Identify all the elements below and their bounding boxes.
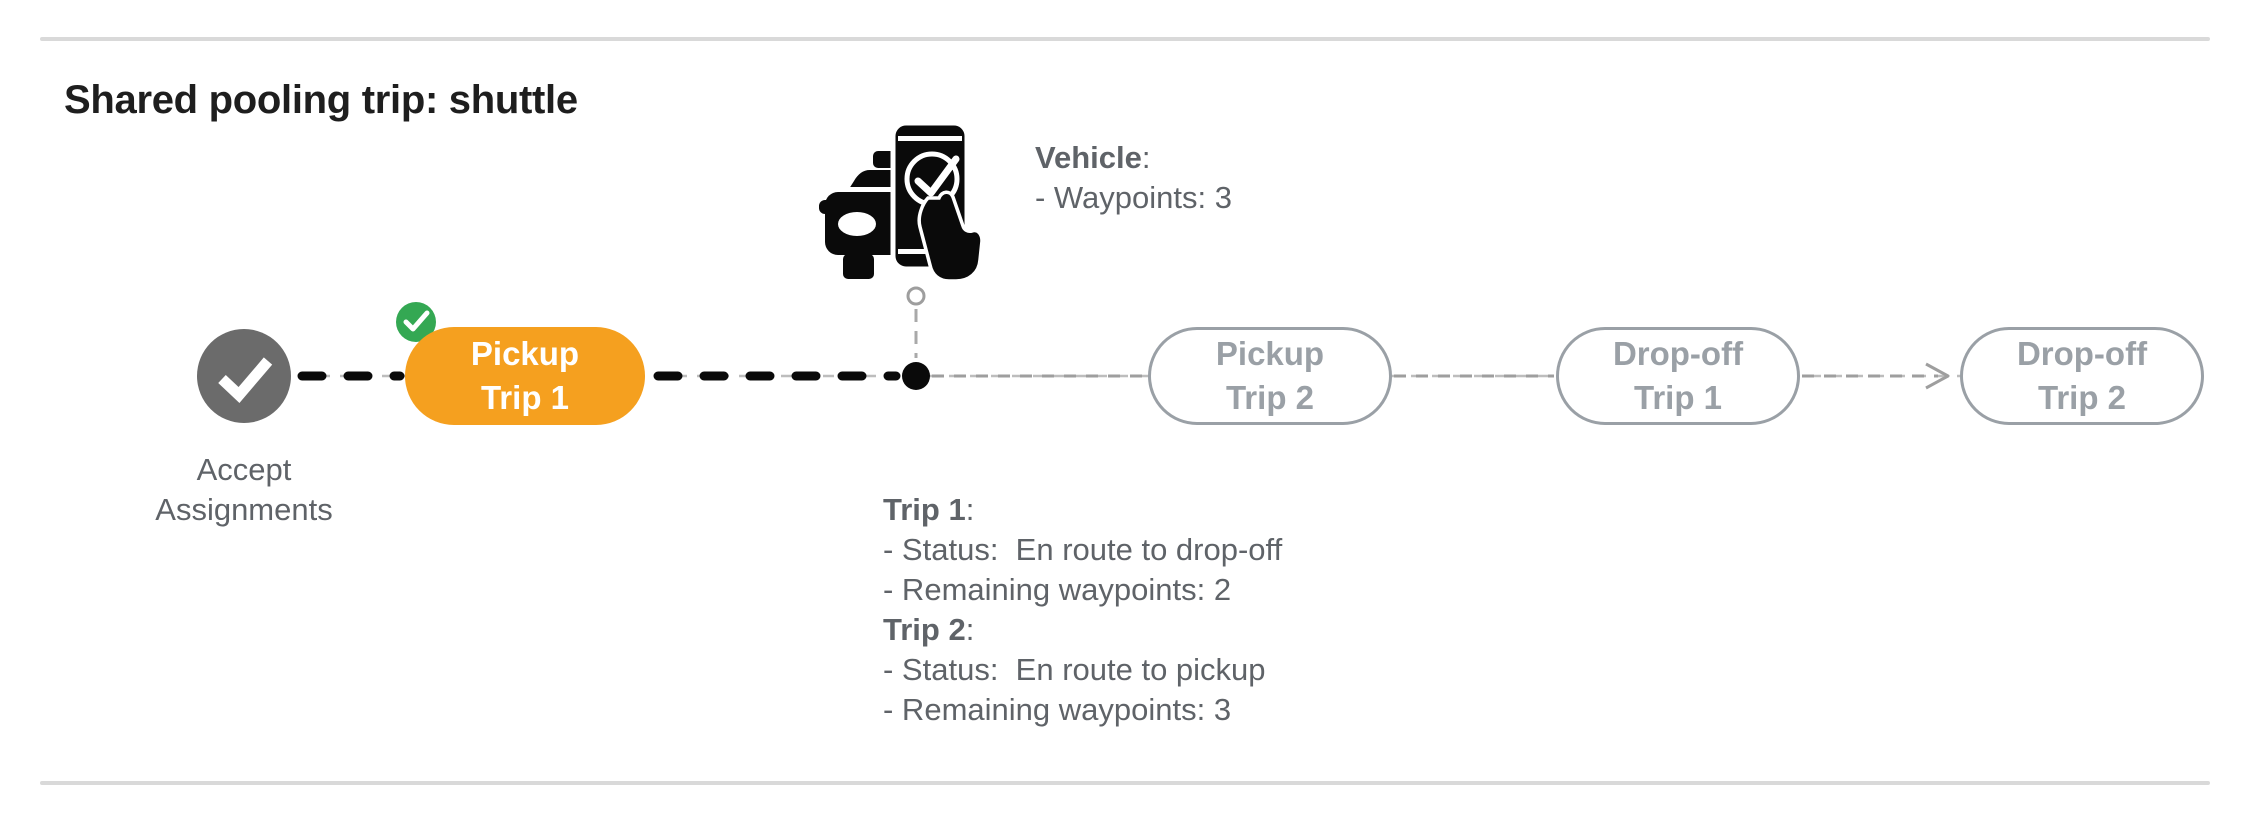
node-label-accept-assignments: Accept Assignments [155, 452, 333, 527]
node-accept-assignments [197, 329, 291, 423]
check-icon [218, 357, 273, 403]
vehicle-info: Vehicle: - Waypoints: 3 [1035, 138, 1232, 218]
car-phone-check-icon [818, 120, 984, 284]
trip-2-status-line: - Status: En route to pickup [883, 652, 1266, 687]
current-position-dot [902, 362, 930, 390]
top-divider [40, 37, 2210, 41]
bottom-divider [40, 781, 2210, 785]
pill-dropoff-trip-1: Drop-off Trip 1 [1556, 327, 1800, 425]
trip-1-status-line: - Status: En route to drop-off [883, 532, 1283, 567]
trip-2-heading-label: Trip 2 [883, 612, 966, 647]
trip-1-waypoints-line: - Remaining waypoints: 2 [883, 572, 1232, 607]
vehicle-info-line: - Waypoints: 3 [1035, 180, 1232, 215]
trip-1-heading: Trip 1: [883, 490, 1282, 530]
pill-pickup-trip-2: Pickup Trip 2 [1148, 327, 1392, 425]
trip-2-heading-colon: : [965, 612, 975, 647]
vehicle-info-heading-label: Vehicle [1035, 140, 1142, 175]
trip-2-heading: Trip 2: [883, 610, 1282, 650]
check-badge-icon [396, 302, 436, 342]
vehicle-info-heading: Vehicle: [1035, 138, 1232, 178]
vehicle-anchor-circle [906, 286, 926, 306]
trip-2-waypoints-line: - Remaining waypoints: 3 [883, 692, 1232, 727]
pill-pickup-trip-1: Pickup Trip 1 [405, 327, 645, 425]
page-title: Shared pooling trip: shuttle [64, 78, 578, 122]
arrowhead-icon [1925, 362, 1950, 390]
trip-1-heading-colon: : [965, 492, 975, 527]
trip-details: Trip 1: - Status: En route to drop-off -… [883, 490, 1282, 730]
trip-1-heading-label: Trip 1 [883, 492, 966, 527]
vehicle-info-heading-colon: : [1141, 140, 1151, 175]
pill-dropoff-trip-2: Drop-off Trip 2 [1960, 327, 2204, 425]
